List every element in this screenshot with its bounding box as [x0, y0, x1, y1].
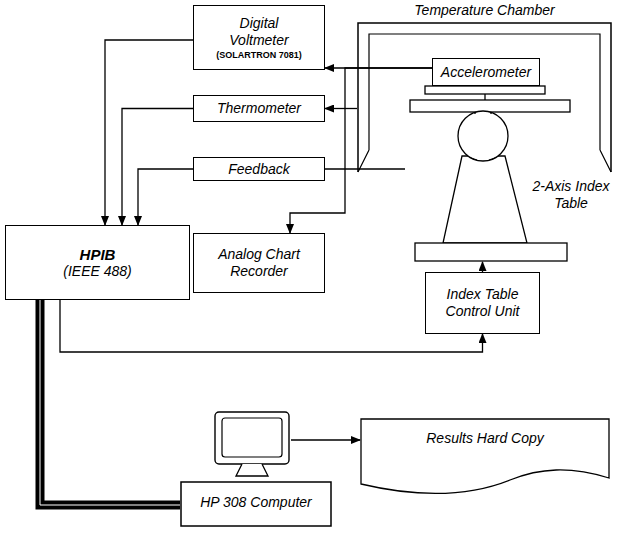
node-label: (SOLARTRON 7081): [216, 49, 302, 61]
signal-line: [60, 300, 483, 352]
node-label: Feedback: [228, 161, 289, 178]
connector-path: [325, 168, 405, 169]
table-base: [415, 243, 567, 261]
connector-path: [122, 109, 193, 226]
node-label: Temperature Chamber: [357, 2, 612, 19]
node-label: Results Hard Copy: [400, 430, 570, 447]
pedestal: [443, 156, 527, 243]
signal-line: [138, 169, 193, 225]
node-label: Index Table Control Unit: [433, 286, 533, 320]
connector-path: [325, 108, 357, 109]
signal-line: [291, 440, 360, 441]
signal-line: [105, 40, 193, 225]
recorder-box: Analog Chart Recorder: [193, 233, 325, 293]
connector-path: [290, 68, 432, 233]
node-label: 2-Axis Index Table: [531, 178, 611, 212]
sensor-box: Accelerometer: [432, 58, 540, 86]
connector-path: [138, 169, 193, 225]
computer-node: HP 308 Computer: [180, 410, 332, 527]
instrument-box: Digital Voltmeter(SOLARTRON 7081): [193, 5, 325, 70]
mounting-plate: [425, 86, 545, 94]
signal-line: [325, 169, 405, 170]
monitor-stand: [236, 464, 268, 476]
signal-line: [122, 109, 193, 226]
paper-sheet: [361, 419, 609, 493]
cable-bundle: [40, 300, 180, 505]
node-label: Thermometer: [217, 100, 301, 117]
cable-core: [40, 300, 180, 505]
node-label: Digital Voltmeter: [214, 15, 304, 49]
node-label: HPIB: [80, 246, 116, 263]
screen: [222, 418, 282, 457]
gimbal-axis: [458, 111, 508, 161]
index-table: 2-Axis Index Table: [405, 86, 610, 262]
printout-shape: Results Hard Copy: [360, 418, 610, 496]
signal-line: [482, 262, 483, 272]
table-platform: [410, 100, 570, 112]
chamber-inner-wall: [358, 34, 611, 172]
computer-case: [181, 482, 331, 526]
connector-path: [482, 262, 483, 272]
process-box: Feedback: [193, 157, 325, 181]
chamber-outer-wall: [358, 23, 611, 172]
yoke: [471, 112, 495, 160]
node-label: Accelerometer: [441, 64, 531, 81]
connector-path: [291, 439, 360, 440]
connector-path: [105, 40, 193, 225]
signal-line: [325, 108, 357, 109]
bus-box: HPIB(IEEE 488): [5, 225, 190, 300]
node-label: HP 308 Computer: [184, 494, 328, 511]
node-label: Analog Chart Recorder: [204, 246, 314, 280]
signal-line: [290, 68, 432, 233]
monitor: [215, 412, 289, 464]
node-label: (IEEE 488): [63, 263, 131, 280]
cable-strand-gap: [40, 300, 180, 505]
index-table-outline: [405, 86, 610, 262]
spindle: [484, 94, 485, 100]
printout-shape-outline: [360, 418, 610, 496]
bus-cable: [40, 300, 180, 505]
instrument-box: Thermometer: [193, 95, 325, 122]
connector-path: [60, 300, 483, 352]
control-box: Index Table Control Unit: [425, 272, 540, 334]
